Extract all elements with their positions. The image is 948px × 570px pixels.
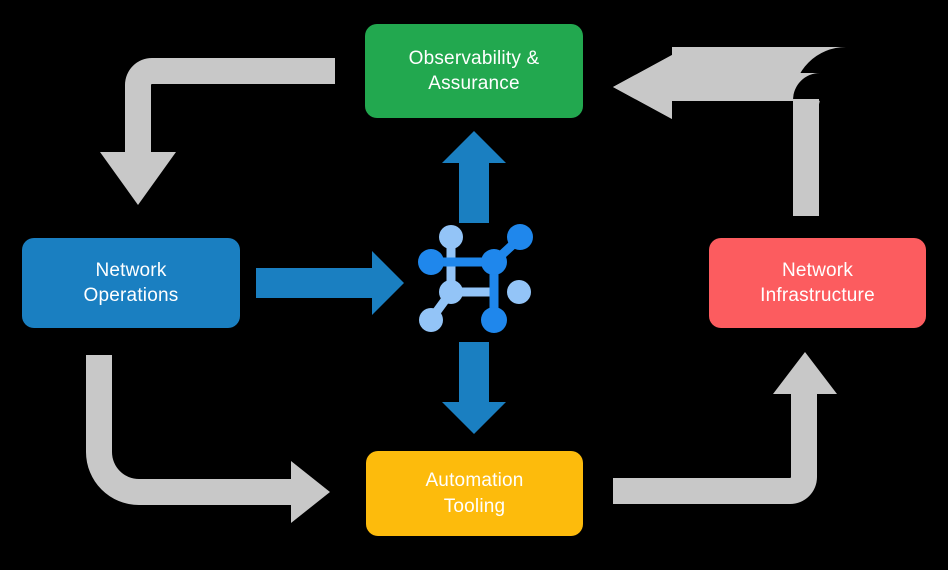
node-label-network-infrastructure: Network Infrastructure — [760, 259, 875, 306]
hub-nodes-primary — [418, 224, 533, 333]
gray-arrow-operations-to-automation — [86, 355, 330, 523]
network-topology-icon — [418, 224, 533, 333]
node-box-observability-assurance[interactable]: Observability & Assurance — [365, 24, 583, 118]
hub-nodes-secondary — [419, 225, 531, 332]
node-label-observability-assurance: Observability & Assurance — [408, 47, 540, 94]
blue-arrow-operations-to-hub — [256, 251, 404, 315]
blue-arrow-hub-to-observability — [442, 131, 506, 223]
blue-arrow-hub-to-automation — [442, 342, 506, 434]
node-box-automation-tooling[interactable]: Automation Tooling — [366, 451, 583, 536]
node-label-automation-tooling: Automation Tooling — [425, 470, 524, 517]
gray-arrow-infrastructure-to-observability — [613, 47, 846, 216]
gray-arrow-automation-to-infrastructure — [613, 352, 837, 504]
gray-arrow-observability-to-operations — [100, 58, 335, 205]
node-label-network-operations: Network Operations — [83, 259, 179, 306]
node-box-network-infrastructure[interactable]: Network Infrastructure — [709, 238, 926, 328]
node-box-network-operations[interactable]: Network Operations — [22, 238, 240, 328]
hub-edges-secondary — [427, 233, 499, 323]
